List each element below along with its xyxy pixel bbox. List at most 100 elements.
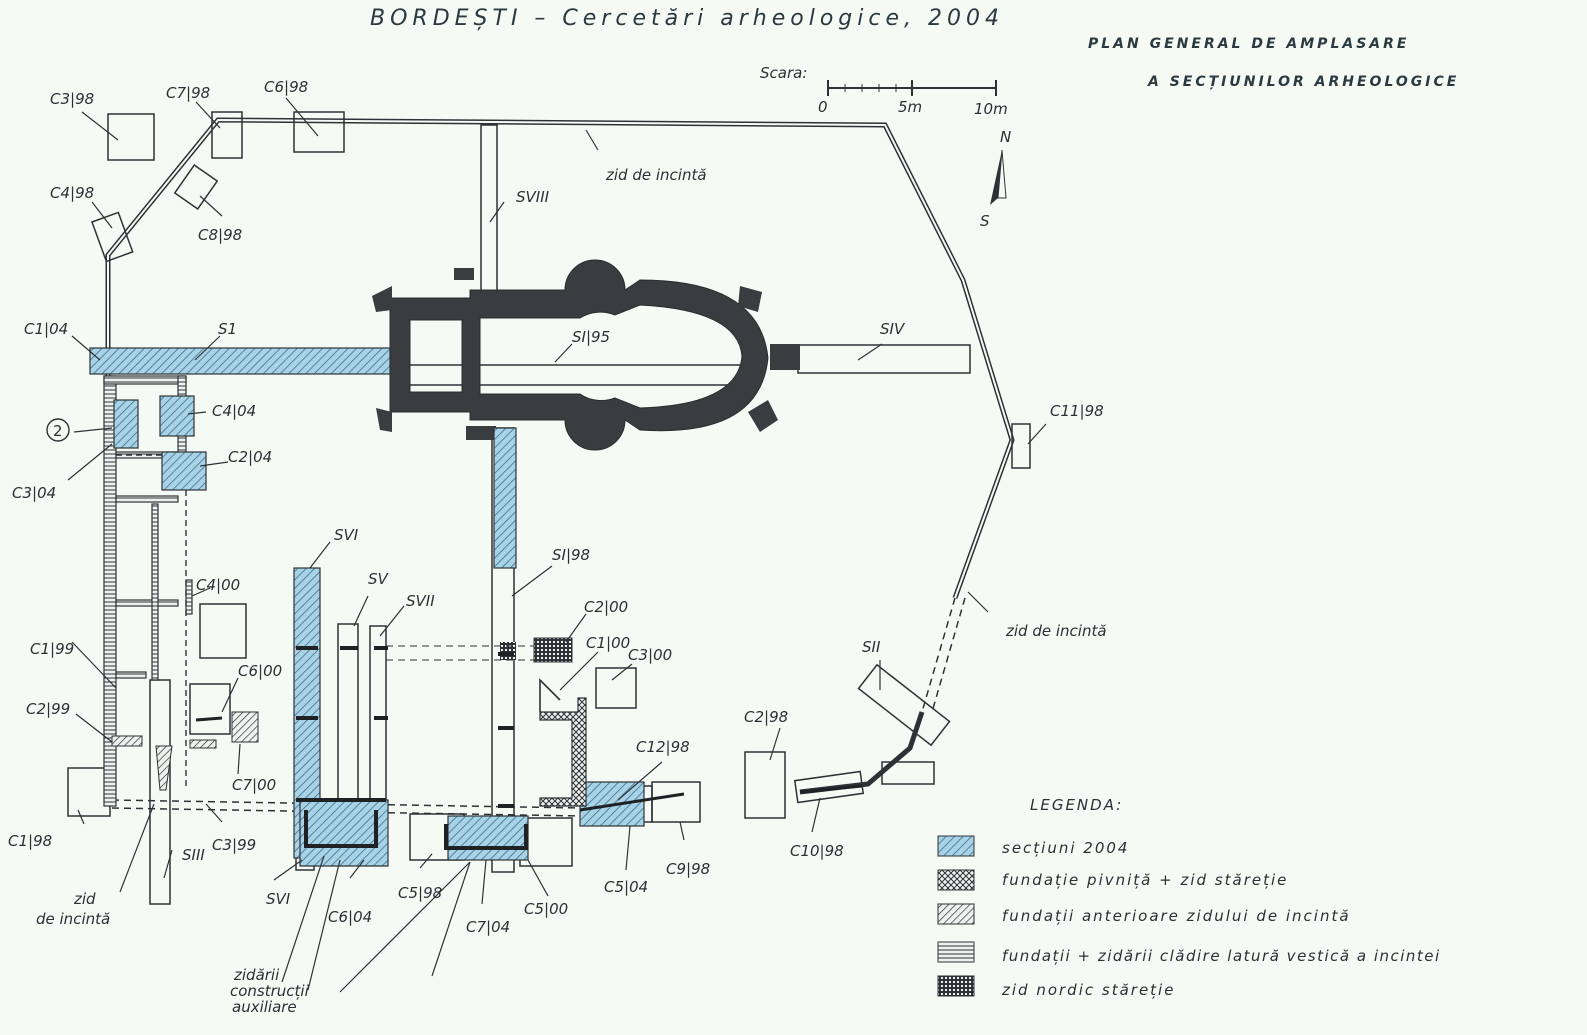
trench-c4-98 (91, 211, 134, 263)
legend-swatch-diagonal-hatch (937, 903, 975, 925)
scale-tick-5m: 5m (898, 98, 922, 116)
label-si-98: SI|98 (552, 546, 590, 564)
label-c5-04: C5|04 (604, 878, 648, 896)
legend-swatch-horizontal-lines (937, 941, 975, 963)
legend-item-4: zid nordic stăreție (1001, 981, 1175, 999)
label-s-ii: SII (862, 638, 881, 656)
label-c1-98: C1|98 (8, 832, 52, 850)
label-c12-98: C12|98 (636, 738, 690, 756)
trench-s-ii (857, 663, 951, 747)
label-zidarii-1: zidării (233, 966, 280, 984)
plan-title: BORDEȘTI – Cercetări arheologice, 2004 (370, 6, 1004, 31)
label-c4-04: C4|04 (212, 402, 256, 420)
leader-lines (67, 97, 1047, 993)
label-c2-04: C2|04 (228, 448, 272, 466)
label-c5-98: C5|98 (398, 884, 442, 902)
label-c8-98: C8|98 (198, 226, 242, 244)
label-zid-bot-2: de incintă (36, 910, 110, 928)
north-wall-staretie (533, 637, 573, 663)
label-c4-00: C4|00 (196, 576, 240, 594)
legend-item-3: fundații + zidării clădire latură vestic… (1002, 947, 1441, 965)
trench-c9-98 (651, 781, 701, 823)
label-s-v: SV (368, 570, 390, 588)
legend-swatch-blue-hatch (937, 835, 975, 857)
trench-s-vii (369, 625, 387, 805)
trench-s-iv (797, 344, 971, 374)
plan-subtitle-line2: A SECȚIUNILOR ARHEOLOGICE (1148, 74, 1460, 90)
legend-swatch-grid (937, 975, 975, 997)
auxiliary-masonry (195, 646, 863, 850)
section-c4-04 (159, 395, 195, 437)
section-s1 (89, 347, 391, 375)
label-s1: S1 (218, 320, 237, 338)
trench-c3-98 (107, 113, 155, 161)
scale-bar (827, 80, 997, 96)
label-c10-98: C10|98 (790, 842, 844, 860)
legend-item-1: fundație pivniță + zid stăreție (1002, 871, 1288, 889)
label-s-iv: SIV (880, 320, 906, 338)
label-c7-98: C7|98 (166, 84, 210, 102)
label-c3-04: C3|04 (12, 484, 56, 502)
enclosure-wall-dashed (921, 597, 966, 713)
trench-c2-98 (744, 751, 786, 819)
church-buttresses (372, 268, 800, 440)
label-c6-00: C6|00 (238, 662, 282, 680)
label-zid-right: zid de incintă (1005, 622, 1107, 640)
label-c3-00: C3|00 (628, 646, 672, 664)
label-c1-99: C1|99 (30, 640, 74, 658)
label-c6-04: C6|04 (328, 908, 372, 926)
label-c7-00: C7|00 (232, 776, 276, 794)
trench-c7-98 (211, 111, 243, 159)
label-c9-98: C9|98 (666, 860, 710, 878)
trench-si-95 (391, 364, 743, 386)
label-s-vi-bot: SVI (266, 890, 291, 908)
compass-icon (990, 149, 1007, 205)
label-c2-99: C2|99 (26, 700, 70, 718)
label-c11-98: C11|98 (1050, 402, 1104, 420)
label-s-vii: SVII (406, 592, 435, 610)
trench-c3-00 (595, 667, 637, 709)
trench-c10-98 (793, 770, 865, 804)
plan-subtitle-line1: PLAN GENERAL DE AMPLASARE (1088, 36, 1410, 52)
trench-c6-00 (189, 683, 231, 735)
label-s-vi-top: SVI (334, 526, 359, 544)
label-si-95: SI|95 (572, 328, 610, 346)
legend: LEGENDA: secțiuni 2004 fundație pivniță … (937, 796, 1441, 999)
trench-s-v (337, 623, 359, 805)
label-c5-00: C5|00 (524, 900, 568, 918)
north-wall-dashed (386, 645, 534, 661)
label-c6-98: C6|98 (264, 78, 308, 96)
section-c7-04 (447, 815, 529, 861)
trench-s-iii (149, 679, 171, 905)
sections-2004 (89, 347, 645, 867)
label-zid-bot-1: zid (73, 890, 96, 908)
cellar-foundation (539, 697, 587, 807)
scale-label: Scara: (760, 64, 807, 82)
trench-c6-98 (293, 111, 345, 153)
label-c1-00: C1|00 (586, 634, 630, 652)
label-c3-98: C3|98 (50, 90, 94, 108)
compass-south: S (980, 212, 990, 230)
compass-north: N (1000, 128, 1011, 146)
label-c2-00: C2|00 (584, 598, 628, 616)
label-zidarii-2: construcții (230, 982, 310, 1000)
label-zidarii-3: auxiliare (232, 998, 297, 1016)
trench-c10-98b (881, 761, 935, 785)
section-si-98-upper (493, 427, 517, 569)
legend-title: LEGENDA: (1030, 796, 1123, 814)
legend-item-2: fundații anterioare zidului de incintă (1002, 907, 1351, 925)
trench-s-viii (480, 124, 498, 296)
earlier-foundations (111, 711, 259, 791)
label-c7-04: C7|04 (466, 918, 510, 936)
label-zid-top: zid de incintă (605, 166, 707, 184)
section-c2-04 (161, 451, 207, 491)
trench-c4-00 (199, 603, 247, 659)
label-circle-2: 2 (53, 422, 63, 440)
label-c3-99: C3|99 (212, 836, 256, 854)
scale-tick-0: 0 (818, 98, 828, 116)
trench-c11-98 (1011, 423, 1031, 469)
label-s-viii: SVIII (516, 188, 550, 206)
west-building-dashed (116, 454, 187, 790)
scale-tick-10m: 10m (974, 100, 1008, 118)
